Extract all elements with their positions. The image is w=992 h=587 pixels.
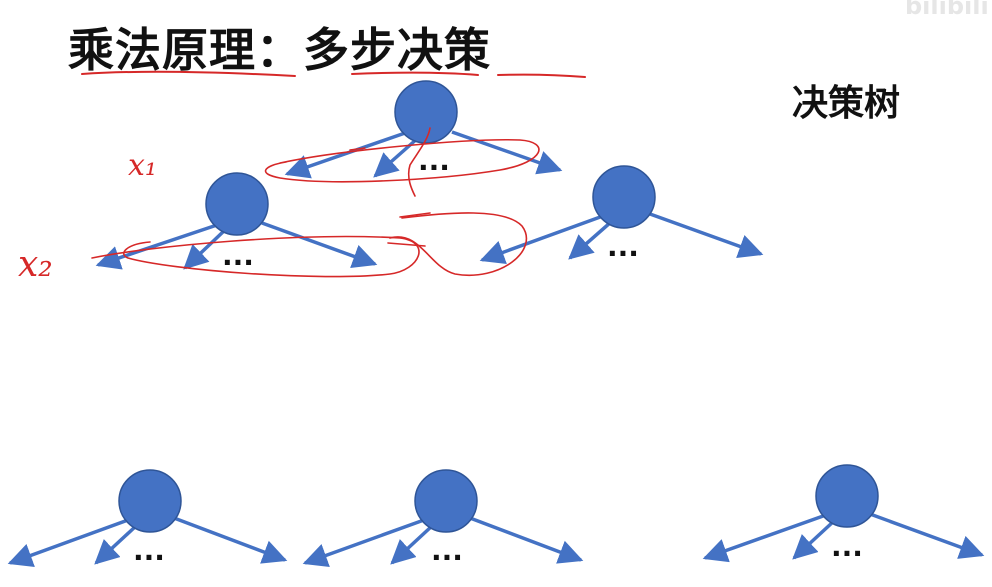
edge bbox=[173, 516, 288, 564]
x2-annotation: x₂ bbox=[18, 244, 53, 285]
root-node bbox=[394, 80, 458, 144]
ellipsis: ... bbox=[431, 534, 463, 567]
edge bbox=[451, 130, 563, 175]
loop-level-1 bbox=[264, 138, 540, 183]
edge bbox=[792, 519, 836, 560]
loop-connector bbox=[389, 212, 528, 276]
slide-title: 乘法原理：多步决策 bbox=[68, 23, 491, 77]
underline-3 bbox=[497, 73, 586, 78]
title-underline-strokes bbox=[81, 70, 586, 78]
left-child-node bbox=[205, 172, 269, 236]
ellipsis: ... bbox=[418, 144, 450, 177]
edge bbox=[373, 136, 420, 178]
root-subtree: ... bbox=[284, 80, 563, 179]
edge bbox=[390, 524, 434, 565]
dash-mark-2 bbox=[399, 212, 431, 218]
bottom-subtree-2: ... bbox=[302, 469, 584, 568]
x1-annotation: x₁ bbox=[128, 148, 157, 183]
watermark-logo: bilibili bbox=[905, 0, 989, 20]
bottom-node-1 bbox=[118, 469, 182, 533]
edge bbox=[94, 524, 138, 565]
bottom-node-3 bbox=[815, 464, 879, 528]
dash-mark bbox=[387, 242, 426, 247]
loop-level-2 bbox=[91, 235, 420, 278]
underline-2 bbox=[351, 71, 479, 76]
left-child-subtree: ... bbox=[95, 172, 378, 272]
edge bbox=[649, 212, 764, 259]
edge bbox=[479, 214, 604, 264]
edge bbox=[183, 228, 227, 270]
bottom-subtree-3: ... bbox=[702, 464, 985, 563]
ellipsis: ... bbox=[607, 230, 639, 263]
right-child-subtree: ... bbox=[479, 165, 764, 264]
tick-mark bbox=[407, 127, 431, 197]
handwritten-annotations bbox=[91, 127, 540, 278]
bottom-subtree-1: ... bbox=[7, 469, 288, 567]
bottom-node-2 bbox=[414, 469, 478, 533]
edge bbox=[95, 223, 218, 270]
right-child-node bbox=[592, 165, 656, 229]
edge bbox=[869, 512, 985, 559]
edge bbox=[469, 516, 584, 564]
edge bbox=[702, 513, 827, 563]
underline-1 bbox=[81, 70, 296, 77]
edge bbox=[261, 221, 378, 268]
dash-mark-3 bbox=[349, 147, 366, 151]
edge bbox=[568, 220, 613, 260]
edge bbox=[302, 518, 425, 568]
decision-tree-label: 决策树 bbox=[792, 83, 901, 124]
edge bbox=[284, 130, 409, 179]
edge bbox=[7, 518, 129, 567]
ellipsis: ... bbox=[831, 530, 863, 563]
ellipsis: ... bbox=[133, 534, 165, 567]
ellipsis: ... bbox=[222, 239, 254, 272]
